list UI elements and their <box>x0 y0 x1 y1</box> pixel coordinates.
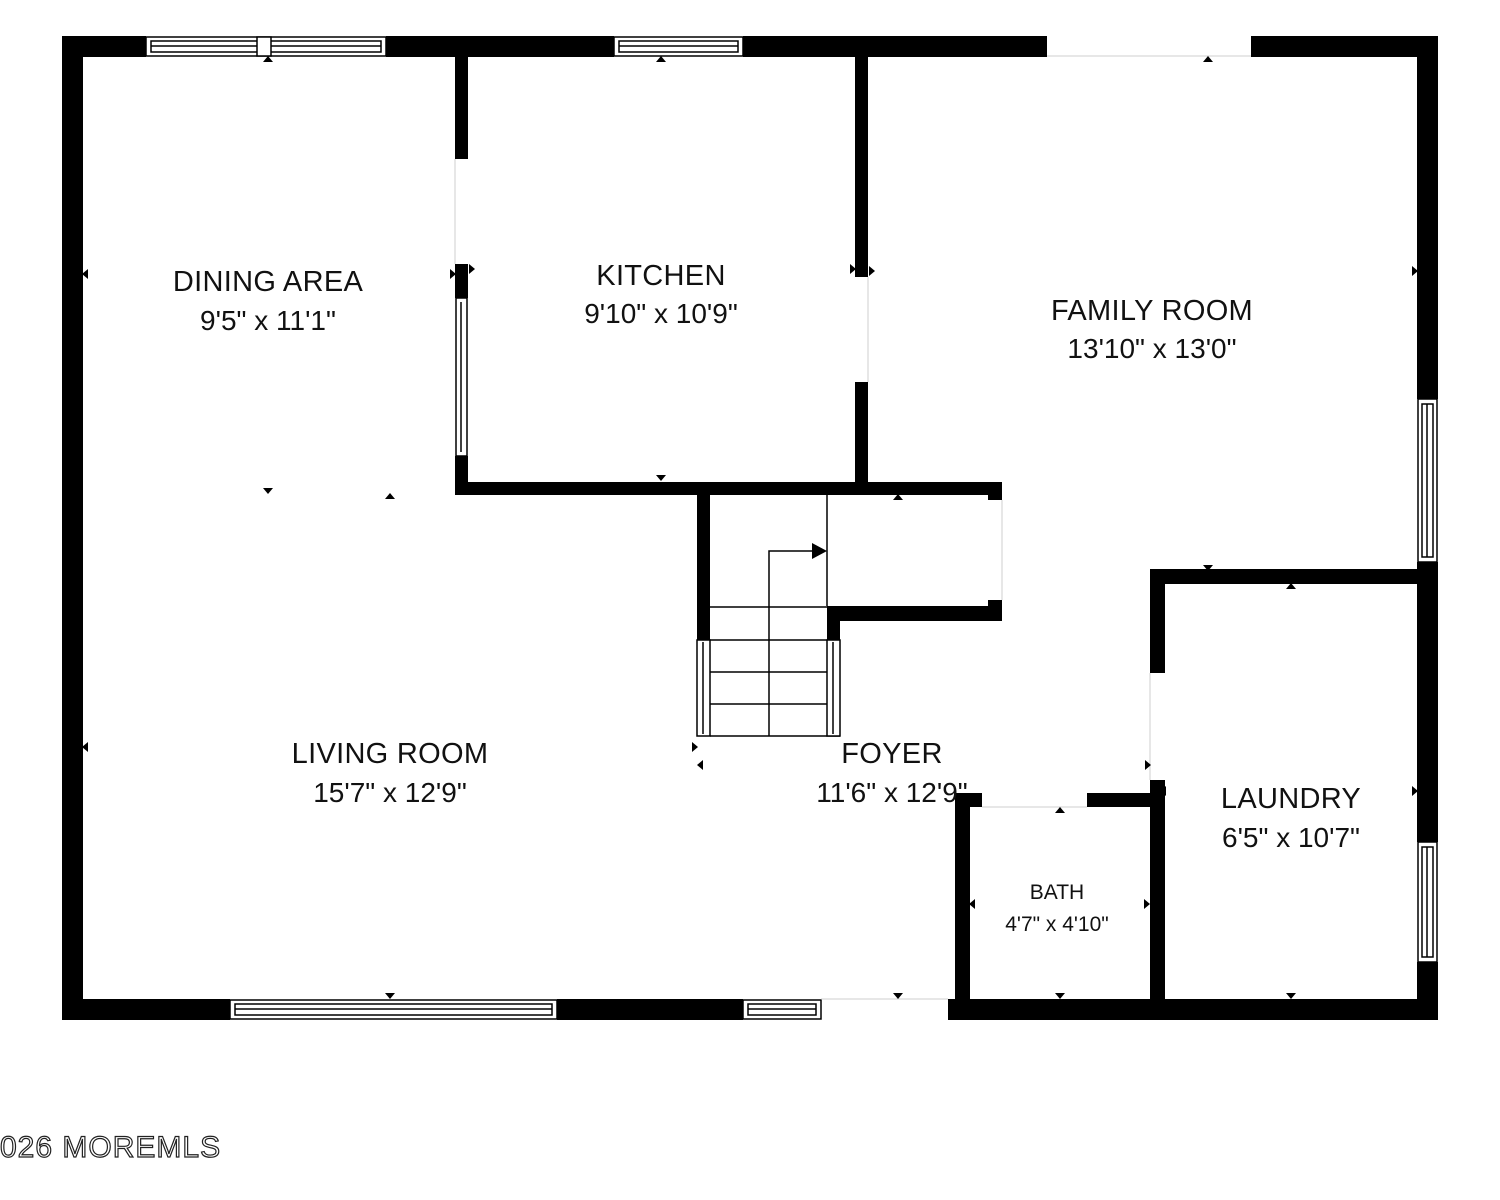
room-dimensions: 9'10" x 10'9" <box>584 298 738 329</box>
wall-dining-kitchen-1 <box>455 57 468 159</box>
room-foyer: FOYER 11'6" x 12'9" <box>816 738 967 808</box>
watermark: 026 MOREMLS <box>0 1131 221 1164</box>
room-dimensions: 13'10" x 13'0" <box>1067 333 1236 364</box>
window-foyer-bottom <box>742 999 822 1020</box>
room-laundry: LAUNDRY 6'5" x 10'7" <box>1221 783 1361 853</box>
window-dining-top <box>145 36 387 57</box>
wall-kitchen-family-1 <box>855 57 868 277</box>
window-laundry-right <box>1417 841 1438 963</box>
wall-laundry-left-1 <box>1150 569 1165 673</box>
room-bath: BATH 4'7" x 4'10" <box>1005 881 1109 936</box>
window-family-right <box>1417 398 1438 563</box>
staircase <box>696 495 841 737</box>
stair-direction-arrow-icon <box>812 543 827 559</box>
room-dimensions: 4'7" x 4'10" <box>1005 913 1109 936</box>
wall-stair-left <box>697 482 710 640</box>
wall-left <box>62 36 83 1020</box>
room-name: LAUNDRY <box>1221 783 1361 815</box>
room-dimensions: 9'5" x 11'1" <box>200 305 336 336</box>
wall-top-2 <box>386 36 614 57</box>
room-living: LIVING ROOM 15'7" x 12'9" <box>292 738 489 808</box>
window-kitchen-top <box>613 36 744 57</box>
room-dimensions: 15'7" x 12'9" <box>313 777 467 808</box>
wall-closet-right-1 <box>988 482 1002 500</box>
window-living-bottom <box>229 999 558 1020</box>
wall-bottom-2 <box>557 999 743 1020</box>
wall-bath-top-1 <box>955 793 982 807</box>
wall-closet-bottom <box>827 606 1002 621</box>
wall-top-3 <box>743 36 1047 57</box>
room-kitchen: KITCHEN 9'10" x 10'9" <box>584 260 738 329</box>
wall-closet-stub <box>827 606 840 641</box>
room-name: FOYER <box>841 738 942 770</box>
room-family: FAMILY ROOM 13'10" x 13'0" <box>1051 295 1253 364</box>
room-dining: DINING AREA 9'5" x 11'1" <box>173 266 364 336</box>
room-name: BATH <box>1030 881 1084 904</box>
wall-kitchen-bottom <box>455 482 1002 495</box>
room-dimensions: 11'6" x 12'9" <box>816 777 967 808</box>
wall-bath-top-2 <box>1087 793 1165 807</box>
room-name: KITCHEN <box>596 260 725 292</box>
wall-dining-kitchen-2 <box>455 264 468 298</box>
wall-kitchen-family-2 <box>855 382 868 495</box>
wall-right-1 <box>1417 36 1438 399</box>
window-dining-kitchen <box>455 297 468 457</box>
wall-top-4 <box>1251 36 1438 57</box>
wall-laundry-top <box>1150 569 1438 584</box>
openings <box>454 55 1251 1000</box>
wall-laundry-left-2 <box>1150 780 1165 1020</box>
room-dimensions: 6'5" x 10'7" <box>1222 822 1360 853</box>
room-name: LIVING ROOM <box>292 738 489 770</box>
wall-bath-left <box>955 793 970 1020</box>
wall-right-2 <box>1417 562 1438 842</box>
room-name: FAMILY ROOM <box>1051 295 1253 327</box>
room-name: DINING AREA <box>173 266 364 298</box>
windows <box>145 36 1438 1020</box>
wall-bottom-3 <box>948 999 1438 1020</box>
walls <box>62 36 1438 1020</box>
dimension-ticks <box>82 56 1418 999</box>
wall-bottom-1 <box>62 999 230 1020</box>
